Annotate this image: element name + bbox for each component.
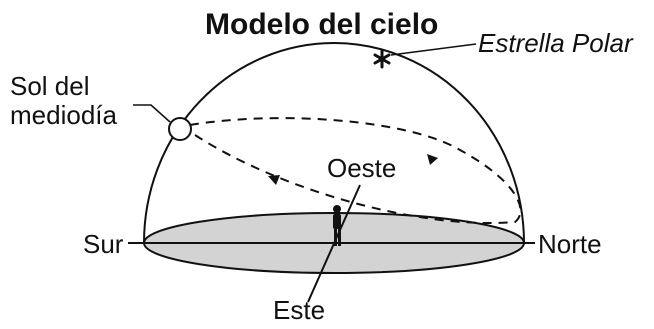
sun-path-arrow-left	[268, 175, 280, 185]
polaris-label: Estrella Polar	[478, 28, 633, 58]
sun-path-arrow-right	[427, 154, 438, 165]
polaris-star-icon	[373, 49, 391, 69]
south-label: Sur	[83, 229, 124, 259]
diagram-title: Modelo del cielo	[205, 8, 439, 41]
sun-label-line2: mediodía	[10, 100, 117, 130]
sun-pointer-line	[133, 104, 171, 123]
noon-sun	[168, 117, 192, 141]
east-label: Este	[273, 295, 326, 325]
north-label: Norte	[538, 229, 602, 259]
observer-figure	[333, 205, 341, 246]
polaris-pointer-line	[390, 43, 477, 56]
sun-label-line1: Sol del	[10, 71, 90, 101]
sky-dome	[143, 42, 525, 244]
west-label: Oeste	[327, 153, 397, 183]
